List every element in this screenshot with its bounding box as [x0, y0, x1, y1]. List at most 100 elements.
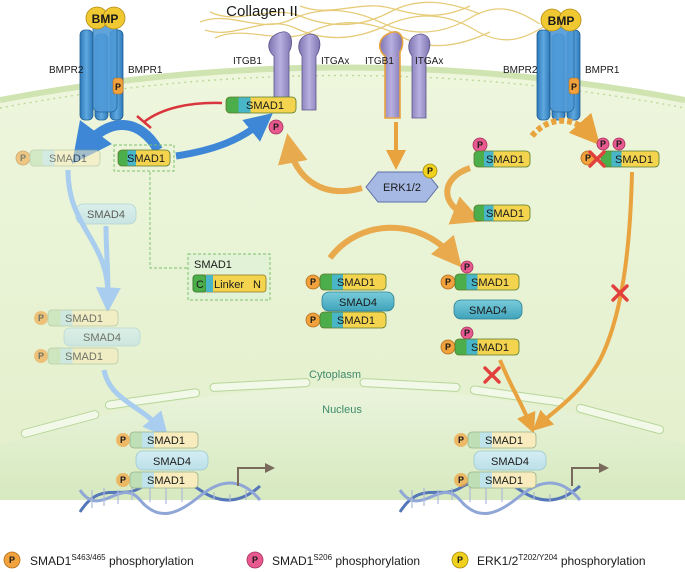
svg-text:SMAD1S463/465 phosphorylation: SMAD1S463/465 phosphorylation [30, 553, 194, 568]
smad1-top-center: SMAD1 P [225, 96, 297, 135]
svg-text:SMAD1: SMAD1 [485, 435, 523, 447]
svg-text:SMAD1S206 phosphorylation: SMAD1S206 phosphorylation [272, 553, 420, 568]
arrow-erk-curve-complexes [327, 224, 462, 268]
svg-text:SMAD1: SMAD1 [471, 277, 509, 289]
bmp-ligand-left: BMP [85, 6, 126, 30]
bmp-ligand-right: BMP [540, 8, 582, 32]
bmp-receptor-left [79, 21, 124, 121]
integrin-right [378, 31, 431, 119]
svg-text:SMAD1: SMAD1 [147, 475, 185, 487]
smad4-left-faint: SMAD4 [75, 203, 137, 225]
smad1-selection-box [113, 144, 175, 172]
bmpr1-label-left: BMPR1 [128, 65, 163, 76]
arrow-smad1-to-integrin-smad1 [175, 113, 273, 160]
inhibition-bar [136, 115, 152, 129]
nucleus-label: Nucleus [322, 404, 362, 416]
svg-text:SMAD1: SMAD1 [337, 315, 375, 327]
cytoplasm-label: Cytoplasm [309, 369, 361, 381]
complex-left-nucleus: P SMAD1 SMAD4 P SMAD1 [116, 431, 209, 489]
cross-mark-top-right [588, 150, 606, 168]
svg-text:P: P [616, 139, 622, 149]
svg-text:Linker: Linker [214, 279, 244, 291]
legend-item-yellow: P ERK1/2T202/Y204 phosphorylation [451, 551, 646, 569]
bmpr1-p-left: P [115, 82, 121, 92]
svg-text:SMAD1: SMAD1 [486, 208, 524, 220]
complex-center: P SMAD1 SMAD4 P SMAD1 [305, 273, 395, 329]
smad1-domain-box: SMAD1 C Linker N [187, 253, 271, 301]
svg-text:SMAD1: SMAD1 [127, 153, 165, 165]
svg-text:P: P [445, 342, 451, 352]
complex-right-cytoplasm: P P SMAD1 SMAD4 P P SMAD1 [440, 260, 523, 356]
svg-text:SMAD1: SMAD1 [65, 351, 103, 363]
svg-text:SMAD1: SMAD1 [471, 342, 509, 354]
svg-text:P: P [120, 435, 126, 445]
itgb1-label-left: ITGB1 [233, 56, 262, 67]
integrin-left [268, 31, 321, 111]
bmpr1-label-right: BMPR1 [585, 65, 620, 76]
svg-text:P: P [477, 140, 483, 150]
bmpr1-p-right: P [571, 82, 577, 92]
arrow-far-right-to-nucleus [532, 171, 634, 431]
svg-text:SMAD1: SMAD1 [49, 153, 87, 165]
svg-text:P: P [445, 277, 451, 287]
svg-text:P: P [38, 313, 44, 323]
smad1-right-plain: SMAD1 [473, 204, 531, 222]
legend: P SMAD1S463/465 phosphorylation P SMAD1S… [3, 551, 646, 569]
svg-text:P: P [310, 315, 316, 325]
svg-text:SMAD1: SMAD1 [485, 475, 523, 487]
svg-text:P: P [464, 262, 470, 272]
smad1-left-faint: P SMAD1 [15, 149, 101, 167]
svg-text:P: P [585, 153, 591, 163]
arrow-receptor-right-dashed [529, 112, 600, 146]
bmpr1-phospho-right [568, 77, 580, 95]
complex-left-cytoplasm: P SMAD1 SMAD4 P SMAD1 [34, 309, 141, 365]
svg-text:SMAD1: SMAD1 [337, 277, 375, 289]
arrow-left-to-nucleus [101, 369, 169, 438]
itgb1-label-right: ITGB1 [365, 56, 394, 67]
svg-text:SMAD4: SMAD4 [491, 456, 529, 468]
erk-node: ERK1/2 P [365, 163, 439, 203]
svg-text:P: P [273, 122, 279, 132]
smad1-right-pink: P SMAD1 [472, 137, 531, 168]
svg-text:P: P [20, 153, 26, 163]
svg-text:SMAD4: SMAD4 [469, 305, 507, 317]
itgax-label-left: ITGAx [321, 56, 349, 67]
arrow-receptor-to-smad1 [71, 119, 163, 164]
svg-text:P: P [252, 555, 258, 565]
cross-mark-mid-right [611, 284, 629, 302]
svg-text:P: P [310, 277, 316, 287]
arrow-erk-to-top-smad1 [277, 133, 363, 195]
bmp-label-right: BMP [548, 14, 575, 28]
svg-text:SMAD1: SMAD1 [147, 435, 185, 447]
arrow-right-blocked-lower [498, 359, 536, 434]
bmpr2-label-right: BMPR2 [503, 65, 538, 76]
svg-text:P: P [457, 555, 463, 565]
svg-text:SMAD4: SMAD4 [87, 209, 125, 221]
bmpr2-label-left: BMPR2 [49, 65, 84, 76]
svg-text:P: P [458, 435, 464, 445]
smad1-center-left: SMAD1 [117, 149, 171, 167]
smad1-far-right: P P P SMAD1 [580, 137, 660, 168]
bmpr1-phospho-left [112, 77, 124, 95]
svg-text:C: C [196, 279, 204, 291]
arrow-left-merge-smad4 [103, 225, 111, 301]
complex-right-nucleus: P SMAD1 SMAD4 P SMAD1 [454, 431, 547, 489]
bmp-receptor-right [536, 21, 581, 121]
svg-text:P: P [464, 328, 470, 338]
callout-line [149, 172, 190, 269]
legend-item-pink: P SMAD1S206 phosphorylation [246, 551, 420, 569]
svg-text:P: P [38, 351, 44, 361]
arrow-erk-right-bracket [444, 165, 482, 225]
collagen-title: Collagen II [226, 3, 298, 20]
erk-label: ERK1/2 [383, 182, 421, 194]
erk-p-badge: P [427, 166, 433, 176]
svg-text:SMAD1: SMAD1 [246, 100, 284, 112]
svg-text:SMAD1: SMAD1 [615, 154, 653, 166]
svg-text:P: P [458, 475, 464, 485]
collagen-fibres [199, 1, 546, 47]
svg-text:P: P [9, 555, 15, 565]
svg-text:SMAD4: SMAD4 [339, 297, 377, 309]
legend-item-orange: P SMAD1S463/465 phosphorylation [3, 551, 194, 569]
transcription-arrow-right [571, 463, 609, 486]
